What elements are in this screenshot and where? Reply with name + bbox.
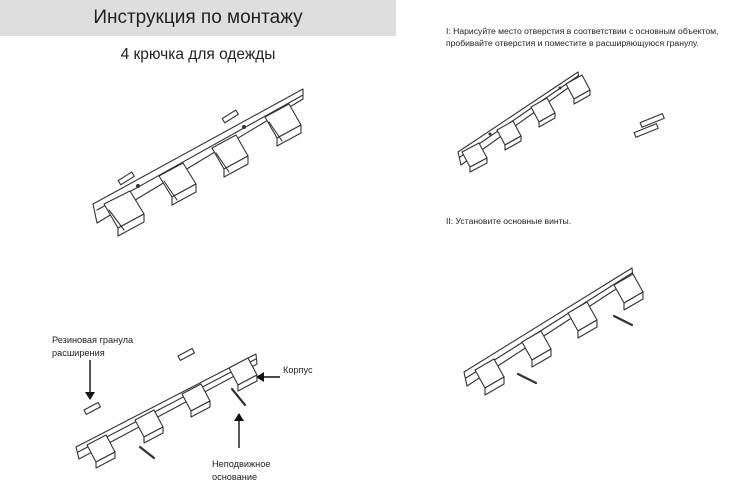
title-bar: Инструкция по монтажу: [0, 0, 396, 36]
page-title: Инструкция по монтажу: [93, 7, 303, 28]
step-2-text: II: Установите основные винты.: [446, 216, 572, 226]
hook: [211, 134, 249, 178]
hook: [181, 383, 211, 418]
screw: [230, 387, 247, 407]
rack-plate: [92, 88, 304, 224]
arrow-to-granule: [85, 360, 95, 400]
hook: [613, 273, 644, 311]
screw-hole: [558, 86, 562, 90]
screw-hole: [242, 125, 246, 129]
product-subtitle: 4 крючка для одежды: [120, 46, 276, 63]
hook: [461, 142, 488, 173]
hook: [264, 103, 302, 147]
hook: [567, 301, 598, 339]
expansion-plug: [177, 347, 196, 361]
screw: [516, 372, 538, 385]
screw-hole: [136, 184, 140, 188]
callout-expansion-granule: Резиновая гранула расширения: [52, 335, 134, 358]
wall-plug: [221, 109, 239, 124]
expansion-plug: [83, 401, 102, 415]
screw-hole: [488, 132, 492, 136]
hook: [496, 120, 522, 151]
hook: [565, 74, 591, 105]
callout-body: Корпус: [283, 365, 313, 375]
hook: [103, 190, 145, 237]
arrow-to-base: [234, 413, 244, 448]
hook: [228, 357, 258, 392]
hook: [521, 330, 552, 368]
rack-plate: [75, 353, 258, 460]
arrow-to-body: [256, 372, 280, 382]
step-1-text: I: Нарисуйте место отверстия в соответст…: [446, 26, 719, 48]
screw: [138, 445, 156, 460]
screw: [612, 314, 634, 327]
expansion-plug: [633, 123, 659, 138]
wall-plug: [117, 171, 135, 186]
hook: [530, 97, 556, 128]
hook: [86, 434, 116, 469]
callout-fixed-base: Неподвижное основание: [212, 459, 271, 482]
hook: [474, 358, 505, 396]
hook: [158, 162, 197, 206]
hook: [134, 409, 164, 444]
expansion-plug: [639, 113, 665, 128]
